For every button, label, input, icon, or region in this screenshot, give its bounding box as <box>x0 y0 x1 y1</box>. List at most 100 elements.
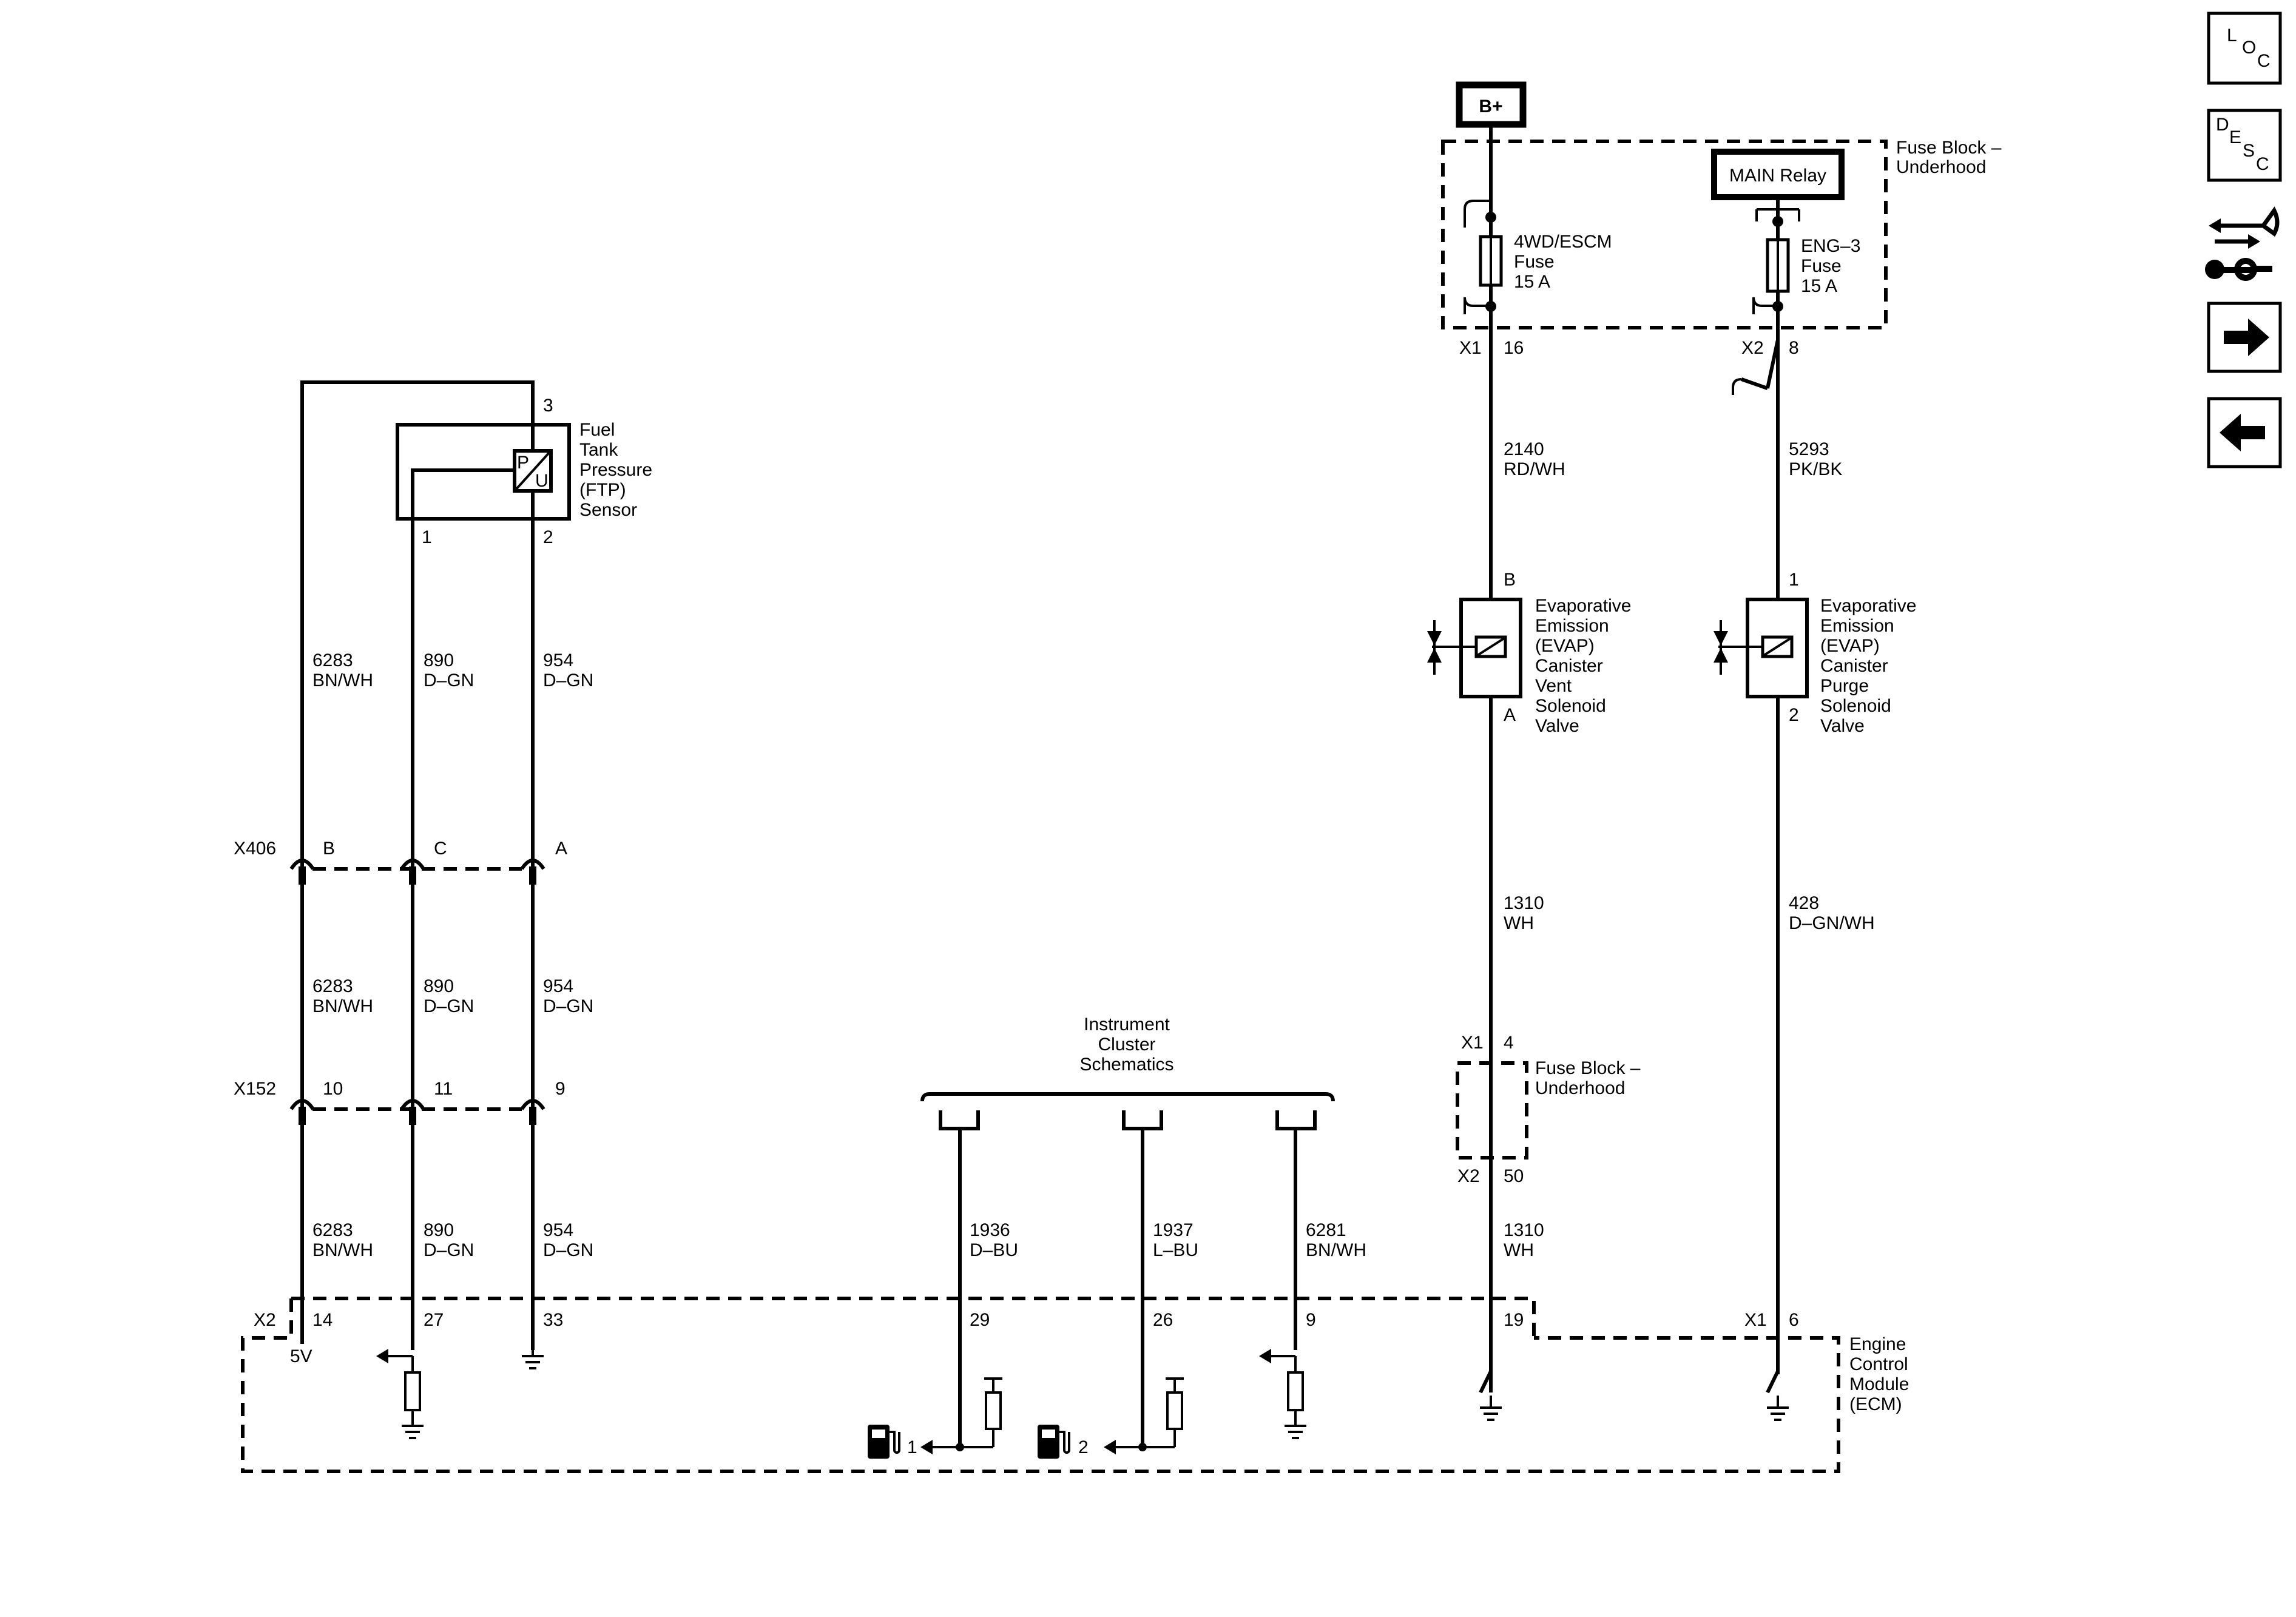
ftp-pin-1: 1 <box>422 527 432 547</box>
fuse-4wd-escm: 4WD/ESCM Fuse 15 A <box>1464 200 1612 314</box>
svg-text:(EVAP): (EVAP) <box>1820 636 1880 656</box>
fuse-block-mid-pin-bottom: 50 <box>1504 1166 1524 1186</box>
pin-16-label: 16 <box>1504 338 1524 358</box>
svg-text:BN/WH: BN/WH <box>312 670 373 690</box>
svg-text:6283: 6283 <box>312 650 353 670</box>
svg-text:D–GN: D–GN <box>543 670 593 690</box>
svg-text:890: 890 <box>424 650 454 670</box>
svg-text:B+: B+ <box>1479 96 1502 116</box>
ftp-pin-2: 2 <box>543 527 553 547</box>
x406-pin-a: A <box>555 839 567 859</box>
svg-text:Evaporative: Evaporative <box>1820 596 1916 616</box>
connector-x1-label: X1 <box>1459 338 1482 358</box>
connector-repair-icon[interactable] <box>2205 206 2280 281</box>
svg-text:Fuse: Fuse <box>1514 252 1555 272</box>
svg-text:954: 954 <box>543 1220 573 1240</box>
evap-vent-solenoid <box>1427 598 1522 698</box>
instrument-cluster-bracket <box>920 1092 1335 1102</box>
svg-text:Cluster: Cluster <box>1098 1035 1155 1055</box>
wire-1310-lower-color: WH <box>1504 1240 1534 1260</box>
svg-text:Tank: Tank <box>579 440 618 460</box>
instrument-cluster-connectors <box>939 1110 1317 1130</box>
svg-text:15 A: 15 A <box>1801 276 1837 296</box>
wire-2140-color: RD/WH <box>1504 459 1565 479</box>
svg-text:Canister: Canister <box>1820 656 1888 676</box>
wire-1310-lower-number: 1310 <box>1504 1220 1544 1240</box>
location-button[interactable]: L O C <box>2207 12 2282 85</box>
wire-1310-number: 1310 <box>1504 893 1544 913</box>
svg-text:L–BU: L–BU <box>1153 1240 1198 1260</box>
ecm-connector-x2-boundary <box>291 1297 1536 1338</box>
svg-text:Engine: Engine <box>1849 1334 1906 1354</box>
svg-text:Fuse: Fuse <box>1801 256 1842 276</box>
vent-valve-pin-a: A <box>1504 705 1516 725</box>
wire-5293-number: 5293 <box>1789 439 1829 459</box>
svg-text:890: 890 <box>424 1220 454 1240</box>
wire-1310-color: WH <box>1504 913 1534 933</box>
wire-6283-and-954 <box>300 380 535 1350</box>
ftp-transducer-symbol: P U <box>513 449 553 493</box>
svg-text:Solenoid: Solenoid <box>1820 696 1891 716</box>
purge-valve-pin-1: 1 <box>1789 570 1799 590</box>
svg-text:6283: 6283 <box>312 976 353 996</box>
ecm-input-27 <box>376 1349 424 1439</box>
svg-text:O: O <box>2242 38 2256 58</box>
svg-text:Vent: Vent <box>1535 676 1572 696</box>
fuse-block-mid-title-1: Fuse Block – <box>1535 1058 1641 1078</box>
svg-text:19: 19 <box>1504 1310 1524 1330</box>
fuse-eng3: ENG–3 Fuse 15 A <box>1752 197 1860 340</box>
fuel-level-1-label: 1 <box>907 1437 917 1457</box>
previous-arrow-icon[interactable] <box>2207 397 2282 468</box>
svg-text:Pressure: Pressure <box>579 460 652 480</box>
wire-5293-color: PK/BK <box>1789 459 1842 479</box>
svg-text:6: 6 <box>1789 1310 1799 1330</box>
wire-428-number: 428 <box>1789 893 1819 913</box>
x406-pin-b: B <box>323 839 335 859</box>
x406-label: X406 <box>234 839 276 859</box>
svg-text:27: 27 <box>424 1310 444 1330</box>
svg-text:1937: 1937 <box>1153 1220 1194 1240</box>
svg-text:D–BU: D–BU <box>970 1240 1018 1260</box>
svg-text:26: 26 <box>1153 1310 1173 1330</box>
svg-text:6281: 6281 <box>1306 1220 1346 1240</box>
svg-text:Control: Control <box>1849 1354 1908 1374</box>
fuse-block-mid-conn-top: X1 <box>1461 1033 1484 1053</box>
ecm-driver-19 <box>1479 1370 1502 1421</box>
main-relay: MAIN Relay <box>1711 149 1845 200</box>
fuel-level-output-1 <box>920 1377 1002 1454</box>
ftp-sensor-label: Fuel Tank Pressure (FTP) Sensor <box>579 420 652 520</box>
svg-text:ENG–3: ENG–3 <box>1801 236 1860 256</box>
svg-text:D–GN: D–GN <box>424 1240 474 1260</box>
svg-text:D–GN: D–GN <box>543 996 593 1016</box>
x152-pin-10: 10 <box>323 1079 343 1099</box>
x152-pin-11: 11 <box>434 1079 453 1099</box>
fuse-block-top-title-1: Fuse Block – <box>1896 138 2002 158</box>
next-arrow-icon[interactable] <box>2207 302 2282 373</box>
svg-text:D: D <box>2216 115 2229 135</box>
svg-text:1936: 1936 <box>970 1220 1010 1240</box>
cluster-wire-labels: 1936 D–BU 1937 L–BU 6281 BN/WH <box>970 1220 1366 1260</box>
fuel-level-output-2 <box>1104 1377 1184 1454</box>
svg-text:Canister: Canister <box>1535 656 1603 676</box>
svg-text:D–GN: D–GN <box>543 1240 593 1260</box>
evap-purge-solenoid <box>1714 598 1809 698</box>
description-button[interactable]: D E S C <box>2207 109 2282 182</box>
connector-x2-label: X2 <box>1741 338 1764 358</box>
svg-text:C: C <box>2257 51 2271 71</box>
ecm-label: Engine Control Module (ECM) <box>1849 1334 1909 1414</box>
mid-wire-labels: 6283 BN/WH 890 D–GN 954 D–GN <box>312 976 593 1016</box>
ecm-ground-33 <box>522 1350 544 1369</box>
fuel-pump-icon <box>1038 1425 1070 1459</box>
fuse-block-underhood-top <box>1441 140 1888 329</box>
fuse-block-mid-pin-top: 4 <box>1504 1033 1514 1053</box>
connector-x406 <box>289 859 545 885</box>
upper-wire-labels: 6283 BN/WH 890 D–GN 954 D–GN <box>312 650 593 690</box>
svg-text:(EVAP): (EVAP) <box>1535 636 1595 656</box>
svg-text:E: E <box>2229 127 2241 147</box>
svg-text:BN/WH: BN/WH <box>1306 1240 1366 1260</box>
fuse-block-mid-title-2: Underhood <box>1535 1078 1625 1098</box>
fuse-block-top-title-2: Underhood <box>1896 157 1986 177</box>
svg-text:Sensor: Sensor <box>579 500 637 520</box>
svg-text:Emission: Emission <box>1535 616 1609 636</box>
